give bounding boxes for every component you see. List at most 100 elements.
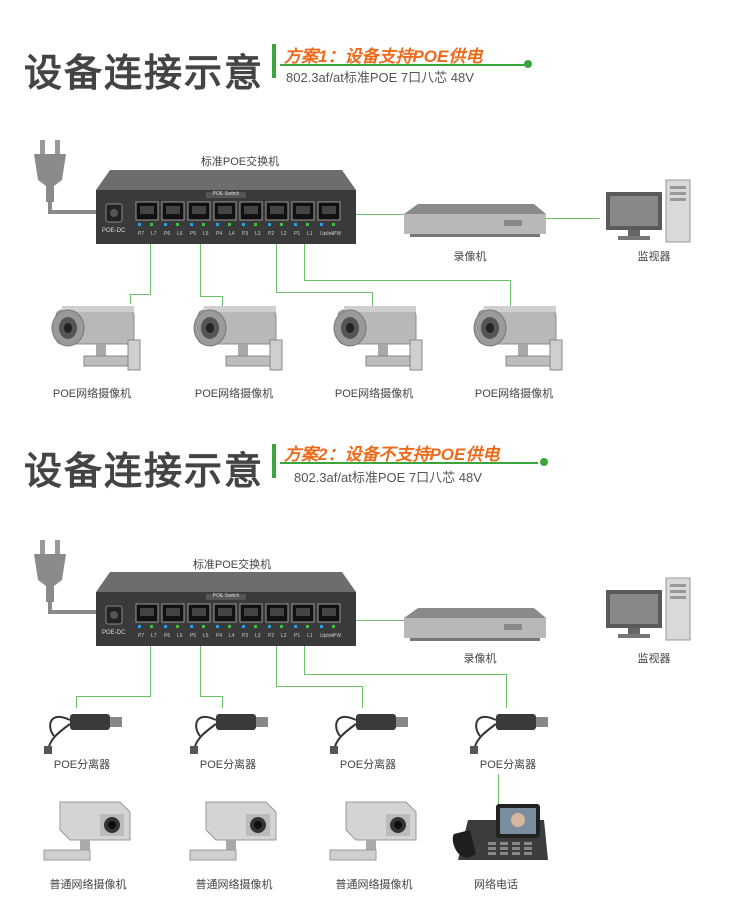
network-device-label: 普通网络摄像机: [335, 879, 413, 891]
port-label: L6: [177, 231, 183, 237]
port-label: P4: [216, 633, 222, 639]
switch-model-label: POE Switch: [212, 593, 240, 599]
wire-p2-right: [276, 292, 372, 293]
port-contacts: [140, 206, 154, 214]
section1-title-dot: [524, 60, 532, 68]
wire-p6-split: [222, 696, 223, 708]
port-led: [294, 223, 297, 226]
port-label: L5: [203, 231, 209, 237]
port-label: L4: [229, 633, 235, 639]
section1-title-bar: [272, 44, 276, 78]
section2-switch-label: 标准POE交换机: [192, 559, 272, 571]
port-led: [268, 625, 271, 628]
section1-switch-label: 标准POE交换机: [200, 156, 280, 168]
port-label: P3: [242, 231, 248, 237]
port-label: P6: [164, 231, 170, 237]
monitor-pc-icon: [606, 577, 691, 641]
port-label: L6: [177, 633, 183, 639]
wire-p7-cam: [130, 294, 131, 304]
port-label: L1: [307, 231, 313, 237]
wire-p6-down: [200, 244, 201, 296]
port-contacts: [218, 608, 232, 616]
wire-p7-split: [76, 696, 77, 708]
port-label: PW: [333, 231, 341, 237]
port-led: [176, 223, 179, 226]
poe-splitter-label: POE分离器: [199, 759, 257, 771]
wire-p1-right: [304, 674, 506, 675]
port-led: [242, 223, 245, 226]
wire-p2-right: [276, 686, 362, 687]
port-led: [320, 223, 323, 226]
section1-heading: 设备连接示意: [24, 53, 265, 95]
poe-camera-label: POE网络摄像机: [334, 388, 414, 400]
port-contacts: [192, 608, 206, 616]
wire-p1-right: [304, 280, 510, 281]
box-camera-icon: [43, 801, 131, 861]
dc-jack: [105, 203, 123, 223]
poe-bullet-camera-icon: [51, 306, 141, 371]
section1-scheme-title: 方案1：设备支持POE供电: [284, 47, 483, 66]
port-led: [190, 625, 193, 628]
dc-jack: [105, 605, 123, 625]
nvr-label: 录像机: [453, 251, 487, 263]
port-led: [306, 223, 309, 226]
port-label: L1: [307, 633, 313, 639]
port-label: Uplink: [320, 633, 334, 639]
port-contacts: [296, 608, 310, 616]
wire-p7-left: [76, 696, 151, 697]
port-led: [150, 625, 153, 628]
wire-p2-down: [276, 646, 277, 686]
box-camera-icon: [189, 801, 277, 861]
wire-p6-cam: [222, 296, 223, 306]
port-contacts: [270, 608, 284, 616]
port-label: Uplink: [320, 231, 334, 237]
poe-splitter-label: POE分离器: [339, 759, 397, 771]
network-device-label: 普通网络摄像机: [49, 879, 127, 891]
port-label: L7: [151, 633, 157, 639]
section1-specs: 802.3af/at标准POE 7口八芯 48V: [286, 70, 474, 85]
port-led: [320, 625, 323, 628]
poe-splitter-icon: [330, 714, 408, 754]
port-led: [242, 625, 245, 628]
wire-p1-cam: [510, 280, 511, 306]
dc-port-label: POE-DC: [102, 630, 126, 636]
port-label: L2: [281, 231, 287, 237]
wire-p1-down: [304, 646, 305, 674]
poe-splitter-label: POE分离器: [53, 759, 111, 771]
port-label: L5: [203, 633, 209, 639]
port-led: [280, 625, 283, 628]
box-camera-icon: [329, 801, 417, 861]
port-led: [202, 625, 205, 628]
port-led: [150, 223, 153, 226]
poe-splitter-label: POE分离器: [479, 759, 537, 771]
port-contacts: [218, 206, 232, 214]
port-led: [216, 625, 219, 628]
wire-p6-right: [200, 696, 222, 697]
section1-title-underline: [280, 64, 528, 66]
port-label: L3: [255, 231, 261, 237]
wire-p1-split: [506, 674, 507, 708]
port-label: P1: [294, 231, 300, 237]
port-led: [254, 625, 257, 628]
poe-camera-label: POE网络摄像机: [52, 388, 132, 400]
poe-camera-label: POE网络摄像机: [194, 388, 274, 400]
port-contacts: [322, 206, 336, 214]
port-led: [254, 223, 257, 226]
port-led: [332, 223, 335, 226]
port-contacts: [296, 206, 310, 214]
dc-port-label: POE-DC: [102, 228, 126, 234]
wire-switch-to-nvr: [356, 214, 406, 215]
port-label: P5: [190, 633, 196, 639]
monitor-label: 监视器: [637, 653, 671, 665]
power-plug-icon: [34, 540, 98, 614]
wire-nvr-to-monitor: [544, 218, 600, 219]
ip-phone-icon: [452, 804, 548, 860]
port-led: [164, 625, 167, 628]
